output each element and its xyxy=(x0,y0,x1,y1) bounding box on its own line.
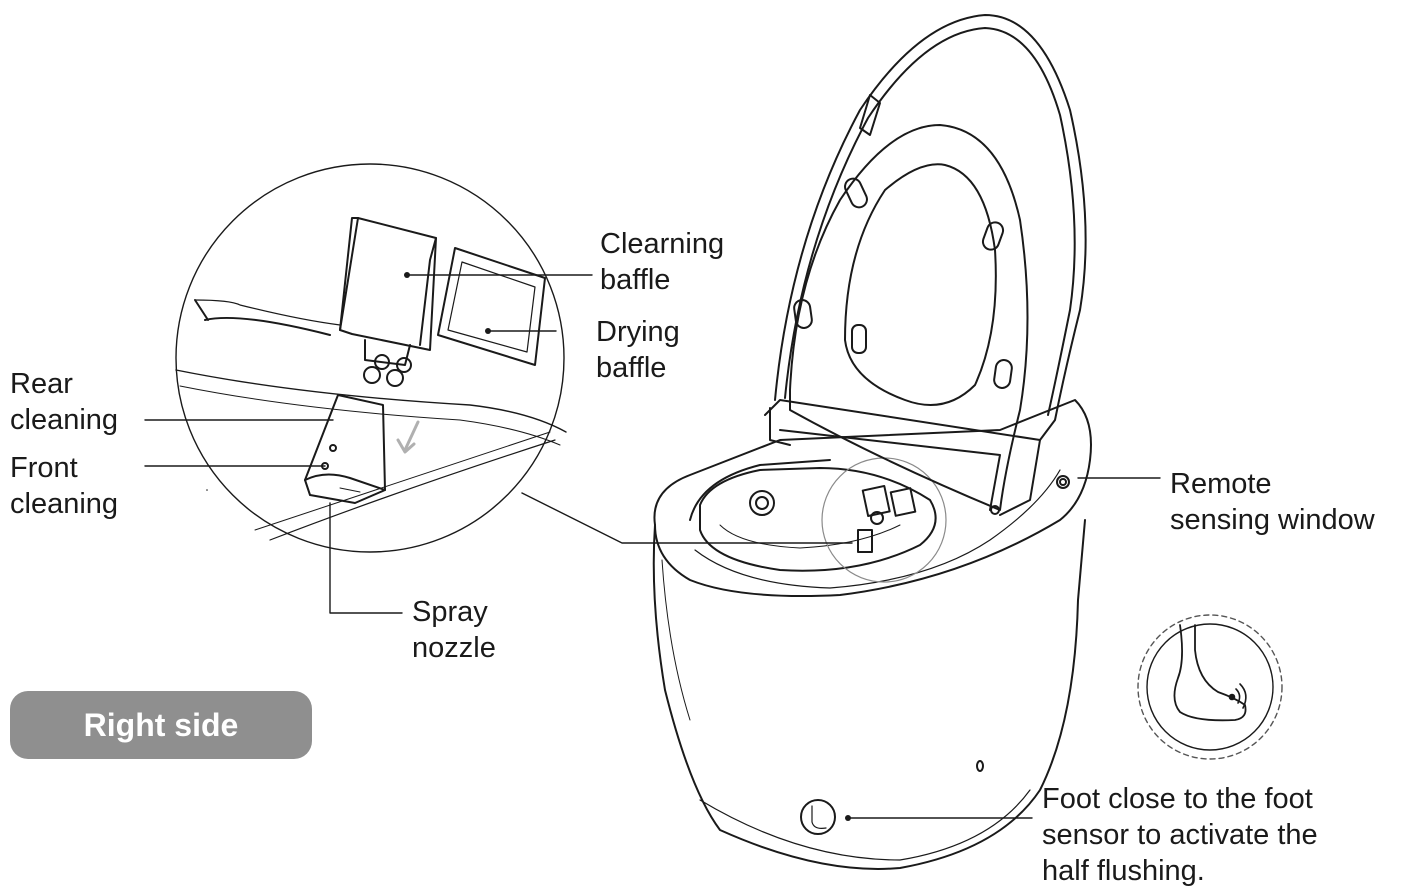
bowl-nozzle-detail xyxy=(749,484,917,553)
label-clearning-baffle-line2: baffle xyxy=(600,264,671,296)
seat-hinge xyxy=(764,399,1070,516)
remote-sensor-icon xyxy=(1228,683,1247,709)
foot-sensor-body-icon xyxy=(800,799,836,835)
label-spray-nozzle-line1: Spray xyxy=(412,596,488,628)
label-drying-baffle-line2: baffle xyxy=(596,352,667,384)
bowl-opening xyxy=(699,467,937,572)
label-rear-cleaning: Rear cleaning xyxy=(10,366,118,438)
label-front-cleaning-line1: Front xyxy=(10,452,78,484)
label-clearning-baffle: Clearning baffle xyxy=(600,226,724,298)
label-foot-sensor-line1: Foot close to the foot xyxy=(1042,783,1313,815)
leader-lines xyxy=(144,274,1161,819)
leader-spray-nozzle xyxy=(329,502,403,614)
label-spray-nozzle-line2: nozzle xyxy=(412,632,496,664)
label-drying-baffle: Drying baffle xyxy=(596,314,680,386)
label-front-cleaning: Front cleaning xyxy=(10,450,118,522)
label-spray-nozzle: Spray nozzle xyxy=(412,594,496,666)
label-remote-sensing-line2: sensing window xyxy=(1170,504,1375,536)
magnifier-large-circle xyxy=(175,163,565,553)
magnified-detail xyxy=(175,217,567,541)
label-clearning-baffle-line1: Clearning xyxy=(600,228,725,260)
toilet-lid xyxy=(774,14,1087,441)
label-remote-sensing-window: Remote sensing window xyxy=(1170,466,1375,538)
magnifier-small-circle xyxy=(821,457,947,583)
label-rear-cleaning-line2: cleaning xyxy=(10,404,119,436)
foot-sensor-icon xyxy=(1137,614,1283,760)
label-foot-sensor-line3: half flushing. xyxy=(1042,855,1205,887)
toilet-seat xyxy=(789,124,1029,511)
label-rear-cleaning-line1: Rear xyxy=(10,368,73,400)
label-front-cleaning-line2: cleaning xyxy=(10,488,119,520)
label-remote-sensing-line1: Remote xyxy=(1170,468,1272,500)
toilet-rim xyxy=(653,399,1092,597)
toilet-body xyxy=(652,519,1086,870)
label-drying-baffle-line1: Drying xyxy=(596,316,680,348)
right-side-badge: Right side xyxy=(10,691,312,759)
label-foot-sensor: Foot close to the foot sensor to activat… xyxy=(1042,781,1318,889)
spray-direction-arrow-icon xyxy=(396,420,420,454)
leader-dots xyxy=(404,272,851,821)
label-foot-sensor-line2: sensor to activate the xyxy=(1042,819,1318,851)
tiny-dot xyxy=(206,489,208,491)
magnifier-connector xyxy=(521,492,853,544)
body-screw xyxy=(976,760,984,772)
